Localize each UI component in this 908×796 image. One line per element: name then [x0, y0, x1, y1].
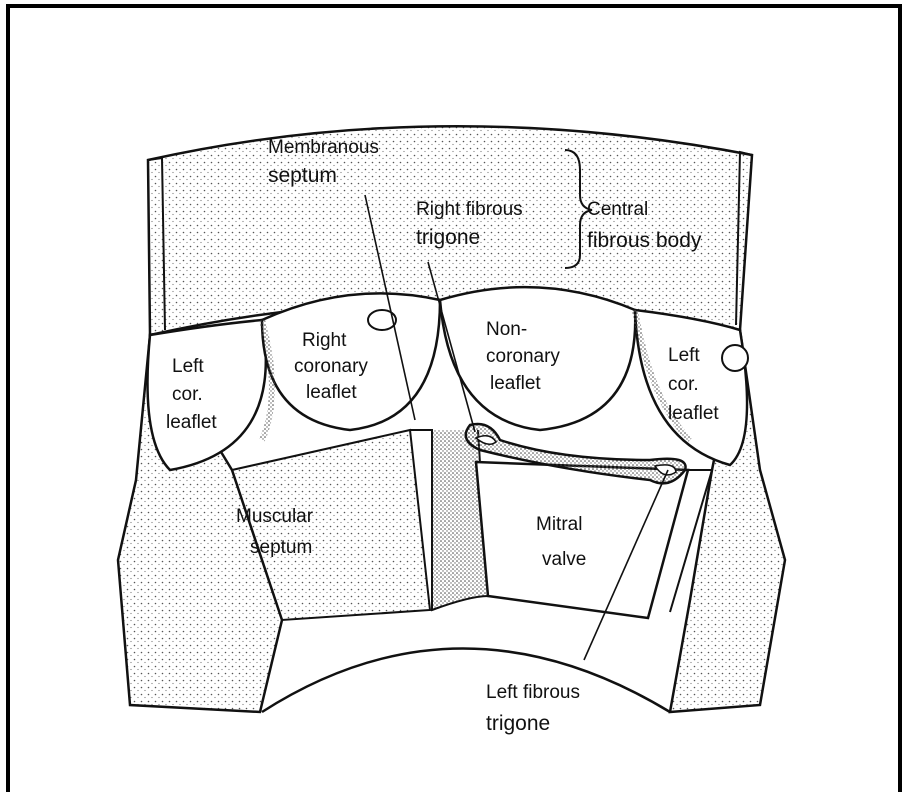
central-fibrous-body-label-1: Central	[587, 199, 648, 220]
left-cor-leaflet-left-label-1: Left	[172, 356, 204, 377]
left-fibrous-trigone-label-1: Left fibrous	[486, 682, 580, 703]
noncoronary-leaflet-label-2: coronary	[486, 346, 560, 367]
right-coronary-leaflet-label-2: coronary	[294, 356, 368, 377]
membranous-septum-label-2: septum	[268, 164, 337, 187]
right-coronary-leaflet-label-1: Right	[302, 330, 347, 351]
left-cor-leaflet-left-label-2: cor.	[172, 384, 203, 405]
muscular-septum-label-1: Muscular	[236, 506, 314, 527]
left-coronary-ostium	[722, 345, 748, 371]
mitral-valve-label-2: valve	[542, 549, 586, 570]
left-fibrous-trigone-label-2: trigone	[486, 712, 550, 735]
mitral-valve-leaflet	[476, 462, 688, 618]
muscular-septum-label-2: septum	[250, 537, 312, 558]
mitral-valve-label-1: Mitral	[536, 514, 582, 535]
left-cor-leaflet-right-label-1: Left	[668, 345, 700, 366]
right-coronary-leaflet-label-3: leaflet	[306, 382, 357, 403]
right-fibrous-trigone-label-2: trigone	[416, 226, 480, 249]
left-cor-leaflet-left-label-3: leaflet	[166, 412, 217, 433]
noncoronary-leaflet-label-1: Non-	[486, 319, 527, 340]
left-cor-leaflet-right-label-2: cor.	[668, 374, 699, 395]
noncoronary-leaflet-label-3: leaflet	[490, 373, 541, 394]
right-fibrous-trigone-label-1: Right fibrous	[416, 199, 523, 220]
left-cor-leaflet-right-label-3: leaflet	[668, 403, 719, 424]
membranous-septum-label-1: Membranous	[268, 137, 379, 158]
left-coronary-leaflet-left	[148, 320, 266, 470]
central-fibrous-body-label-2: fibrous body	[587, 229, 702, 252]
